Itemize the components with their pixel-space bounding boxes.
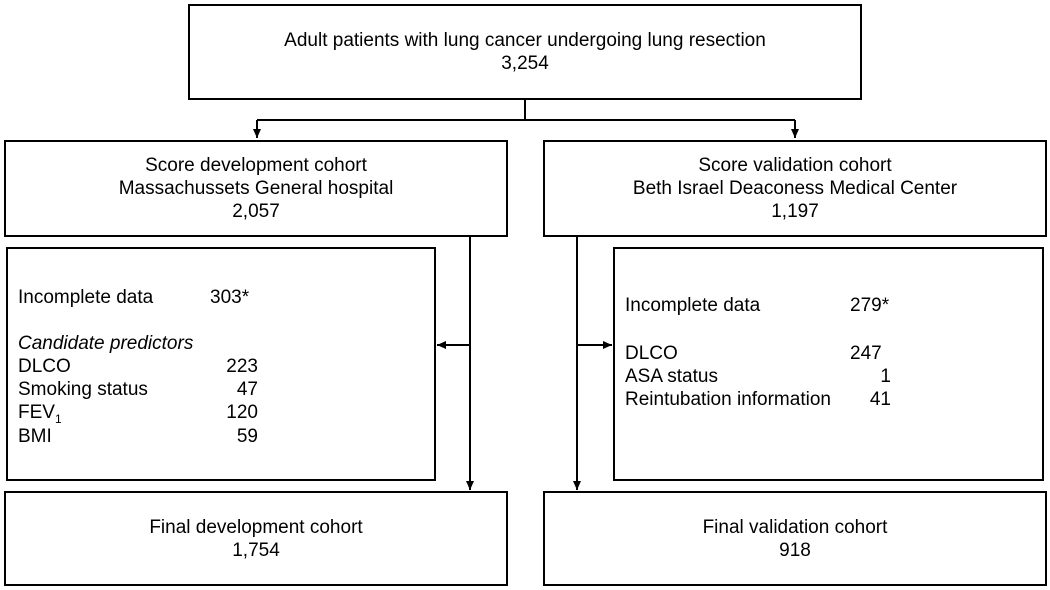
val-item-label: Reintubation information [625,389,831,410]
fev-subscript: 1 [54,411,62,426]
total-patients-box: Adult patients with lung cancer undergoi… [188,4,862,100]
development-cohort-title: Score development cohort [145,155,367,176]
development-cohort-count: 2,057 [232,201,280,222]
val-item-label: ASA status [625,366,718,387]
validation-cohort-title: Score validation cohort [698,155,892,176]
final-development-title: Final development cohort [149,516,363,538]
dev-item-label: Smoking status [18,379,148,400]
development-cohort-site: Massachussets General hospital [118,178,394,199]
final-validation-count: 918 [779,539,811,561]
dev-item-value: 47 [236,379,258,400]
dev-item-value: 120 [226,402,258,423]
val-incomplete-value: 279* [850,295,890,316]
dev-item-label: DLCO [18,356,71,377]
dev-item-label: FEV1 [18,402,62,430]
validation-exclusion-box: Incomplete data 279* DLCO 247 ASA status… [613,247,1044,481]
dev-incomplete-label: Incomplete data [18,287,154,308]
total-patients-count: 3,254 [501,53,549,74]
fev-text: FEV [18,402,55,423]
development-exclusion-box: Incomplete data 303* Candidate predictor… [6,247,436,481]
development-cohort-box: Score development cohort Massachussets G… [4,140,508,237]
dev-item-value: 223 [226,356,258,377]
candidate-predictors-heading: Candidate predictors [18,333,194,354]
val-item-value: 247 [850,343,882,364]
dev-incomplete-value: 303* [210,287,250,308]
validation-cohort-site: Beth Israel Deaconess Medical Center [632,178,958,199]
final-validation-title: Final validation cohort [702,516,888,538]
final-development-box: Final development cohort 1,754 [4,491,508,586]
val-item-value: 1 [880,366,891,387]
val-item-value: 41 [869,389,891,410]
val-incomplete-label: Incomplete data [625,295,761,316]
dev-item-label: BMI [18,426,52,447]
val-item-label: DLCO [625,343,678,364]
final-development-count: 1,754 [232,539,280,561]
final-validation-box: Final validation cohort 918 [543,491,1047,586]
dev-item-value: 59 [236,426,258,447]
total-patients-label: Adult patients with lung cancer undergoi… [284,30,766,51]
validation-cohort-count: 1,197 [771,201,819,222]
validation-cohort-box: Score validation cohort Beth Israel Deac… [543,140,1047,237]
